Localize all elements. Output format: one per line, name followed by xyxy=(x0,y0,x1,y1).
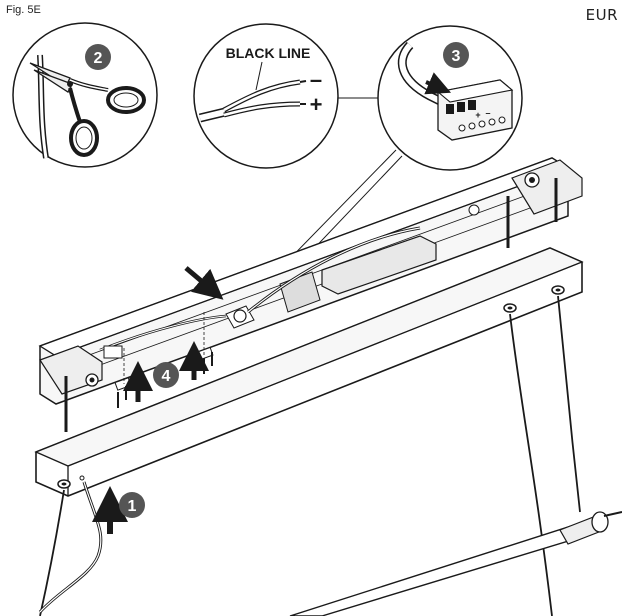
ceiling-canopy xyxy=(289,511,622,616)
minus-sign: – xyxy=(310,67,322,92)
step-number: 2 xyxy=(94,50,103,67)
callout-scissors: 2 xyxy=(12,22,158,168)
figure-label: Fig. 5E xyxy=(6,4,41,16)
scissors-icon xyxy=(29,62,146,157)
terminal-minus: – xyxy=(485,108,490,118)
black-line-label: BLACK LINE xyxy=(226,45,311,61)
arrow-icon xyxy=(184,266,224,300)
plus-sign: + xyxy=(310,92,323,117)
luminaire-body xyxy=(34,247,584,497)
step-badge-2: 2 xyxy=(85,44,111,70)
step-number: 4 xyxy=(162,368,171,385)
callout-wire-polarity: BLACK LINE – + xyxy=(193,23,339,169)
callout-terminal-block: + – 3 xyxy=(377,25,523,171)
mounting-rail xyxy=(38,157,583,432)
terminal-plus: + xyxy=(475,110,480,120)
region-label: EUR xyxy=(585,6,618,24)
step-badge-4: 4 xyxy=(153,362,179,388)
step-number: 3 xyxy=(452,48,461,65)
step-badge-3: 3 xyxy=(443,42,469,68)
step-number: 1 xyxy=(128,498,137,515)
step-badge-1: 1 xyxy=(119,492,145,518)
arrow-icon xyxy=(424,72,452,95)
